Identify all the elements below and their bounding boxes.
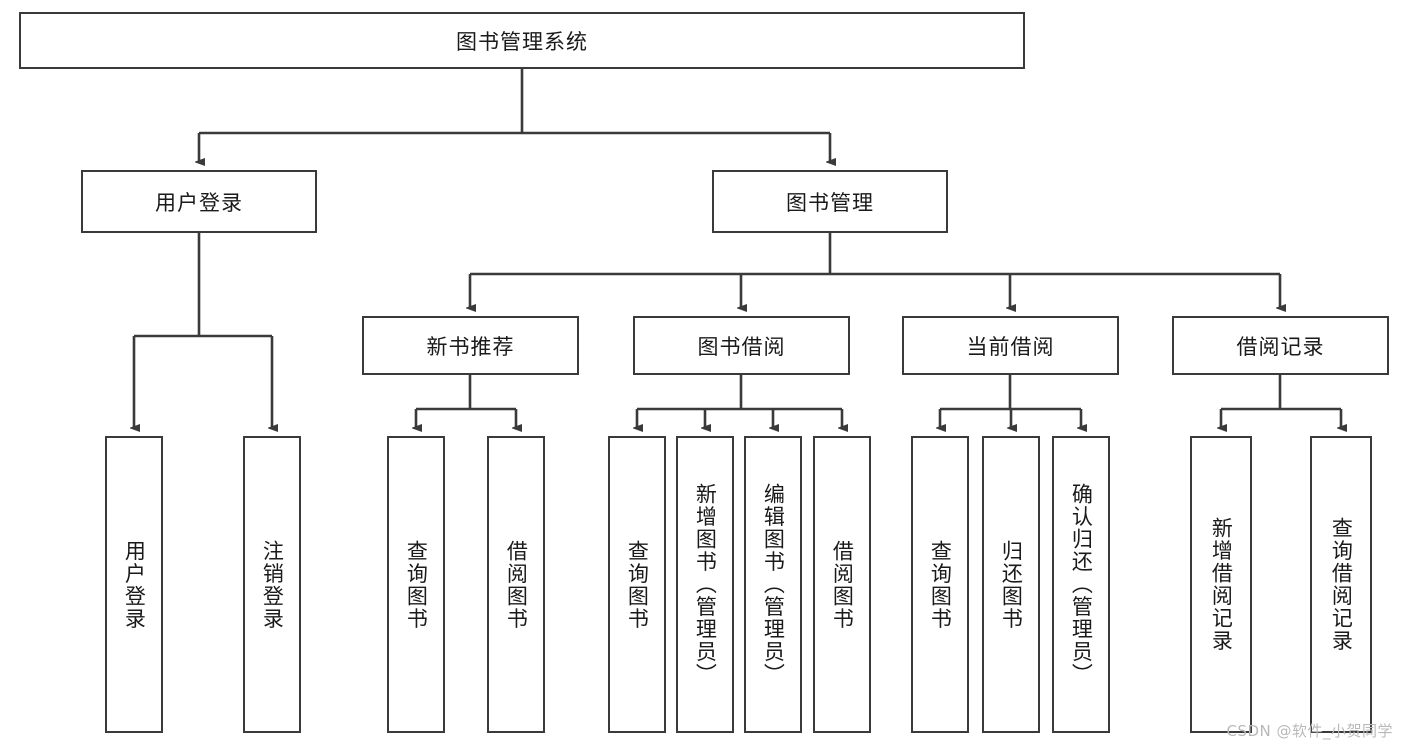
node-leaf-confirm-return-label: 确认归还（管理员） bbox=[1069, 483, 1094, 686]
node-leaf-return-book[interactable]: 归还图书 bbox=[982, 436, 1040, 733]
node-leaf-add-record-label: 新增借阅记录 bbox=[1209, 517, 1234, 652]
node-leaf-query-record-label: 查询借阅记录 bbox=[1329, 517, 1354, 652]
watermark: CSDN @软件_小贺同学 bbox=[1226, 722, 1393, 740]
node-leaf-return-book-label: 归还图书 bbox=[999, 539, 1024, 630]
node-book-manage[interactable]: 图书管理 bbox=[712, 170, 948, 233]
node-leaf-borrow-book-2[interactable]: 借阅图书 bbox=[813, 436, 871, 733]
node-leaf-query-book-3[interactable]: 查询图书 bbox=[911, 436, 969, 733]
node-leaf-add-record[interactable]: 新增借阅记录 bbox=[1190, 436, 1252, 733]
node-leaf-query-book-2[interactable]: 查询图书 bbox=[608, 436, 666, 733]
node-user-login[interactable]: 用户登录 bbox=[81, 170, 317, 233]
node-current-borrow[interactable]: 当前借阅 bbox=[902, 316, 1119, 375]
node-new-book-rec[interactable]: 新书推荐 bbox=[362, 316, 579, 375]
node-current-borrow-label: 当前借阅 bbox=[966, 334, 1055, 359]
node-root[interactable]: 图书管理系统 bbox=[19, 12, 1025, 69]
node-leaf-edit-book-label: 编辑图书（管理员） bbox=[761, 483, 786, 686]
node-leaf-user-login-label: 用户登录 bbox=[122, 539, 147, 630]
node-leaf-query-book-1[interactable]: 查询图书 bbox=[387, 436, 445, 733]
node-leaf-add-book[interactable]: 新增图书（管理员） bbox=[676, 436, 734, 733]
node-leaf-confirm-return[interactable]: 确认归还（管理员） bbox=[1052, 436, 1110, 733]
node-leaf-query-record[interactable]: 查询借阅记录 bbox=[1310, 436, 1372, 733]
node-leaf-add-book-label: 新增图书（管理员） bbox=[693, 483, 718, 686]
node-leaf-edit-book[interactable]: 编辑图书（管理员） bbox=[744, 436, 802, 733]
node-book-borrow[interactable]: 图书借阅 bbox=[633, 316, 850, 375]
node-borrow-record-label: 借阅记录 bbox=[1236, 334, 1325, 359]
node-leaf-logout-label: 注销登录 bbox=[260, 539, 285, 630]
node-leaf-query-book-3-label: 查询图书 bbox=[928, 539, 953, 630]
node-leaf-query-book-1-label: 查询图书 bbox=[404, 539, 429, 630]
node-leaf-borrow-book-1[interactable]: 借阅图书 bbox=[487, 436, 545, 733]
node-user-login-label: 用户登录 bbox=[155, 190, 243, 215]
node-book-borrow-label: 图书借阅 bbox=[697, 334, 786, 359]
node-new-book-rec-label: 新书推荐 bbox=[426, 334, 515, 359]
node-root-label: 图书管理系统 bbox=[456, 29, 588, 54]
node-leaf-borrow-book-2-label: 借阅图书 bbox=[830, 539, 855, 630]
node-book-manage-label: 图书管理 bbox=[786, 190, 874, 215]
node-leaf-user-login[interactable]: 用户登录 bbox=[105, 436, 163, 733]
node-borrow-record[interactable]: 借阅记录 bbox=[1172, 316, 1389, 375]
node-leaf-logout[interactable]: 注销登录 bbox=[243, 436, 301, 733]
node-leaf-borrow-book-1-label: 借阅图书 bbox=[504, 539, 529, 630]
node-leaf-query-book-2-label: 查询图书 bbox=[625, 539, 650, 630]
